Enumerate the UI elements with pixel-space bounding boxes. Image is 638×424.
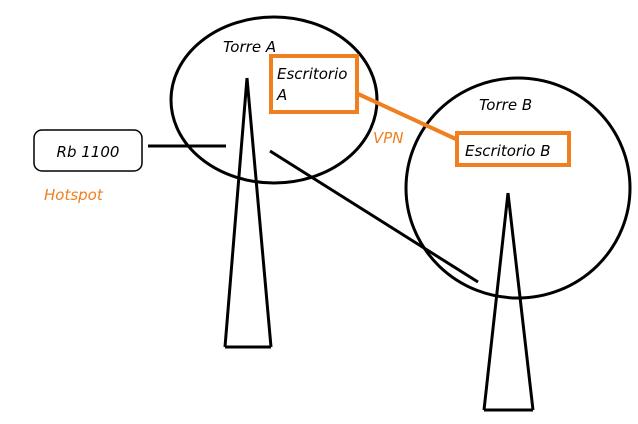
router-label: Rb 1100 bbox=[57, 143, 120, 161]
vpn-label: VPN bbox=[373, 129, 404, 147]
router-node: Rb 1100 bbox=[33, 129, 143, 172]
office-a-box bbox=[269, 54, 359, 114]
tower-link-line bbox=[269, 149, 479, 284]
office-a-label-line2: A bbox=[276, 86, 287, 104]
office-b-label: Escritorio B bbox=[465, 142, 551, 160]
office-a-label-line1: Escritorio bbox=[277, 65, 347, 83]
hotspot-label: Hotspot bbox=[44, 186, 104, 204]
vpn-link-line bbox=[355, 91, 459, 142]
tower-a-icon bbox=[223, 77, 273, 349]
office-b-box bbox=[455, 131, 571, 167]
office-b-node: Escritorio B bbox=[455, 131, 571, 167]
tower-a-coverage-circle bbox=[169, 15, 379, 185]
tower-b-label: Torre B bbox=[479, 96, 532, 114]
tower-a-label: Torre A bbox=[223, 38, 276, 56]
tower-b-icon bbox=[482, 192, 535, 412]
router-box bbox=[33, 129, 143, 172]
tower-b-coverage-circle bbox=[404, 76, 632, 300]
office-a-node: Escritorio A bbox=[269, 54, 359, 114]
